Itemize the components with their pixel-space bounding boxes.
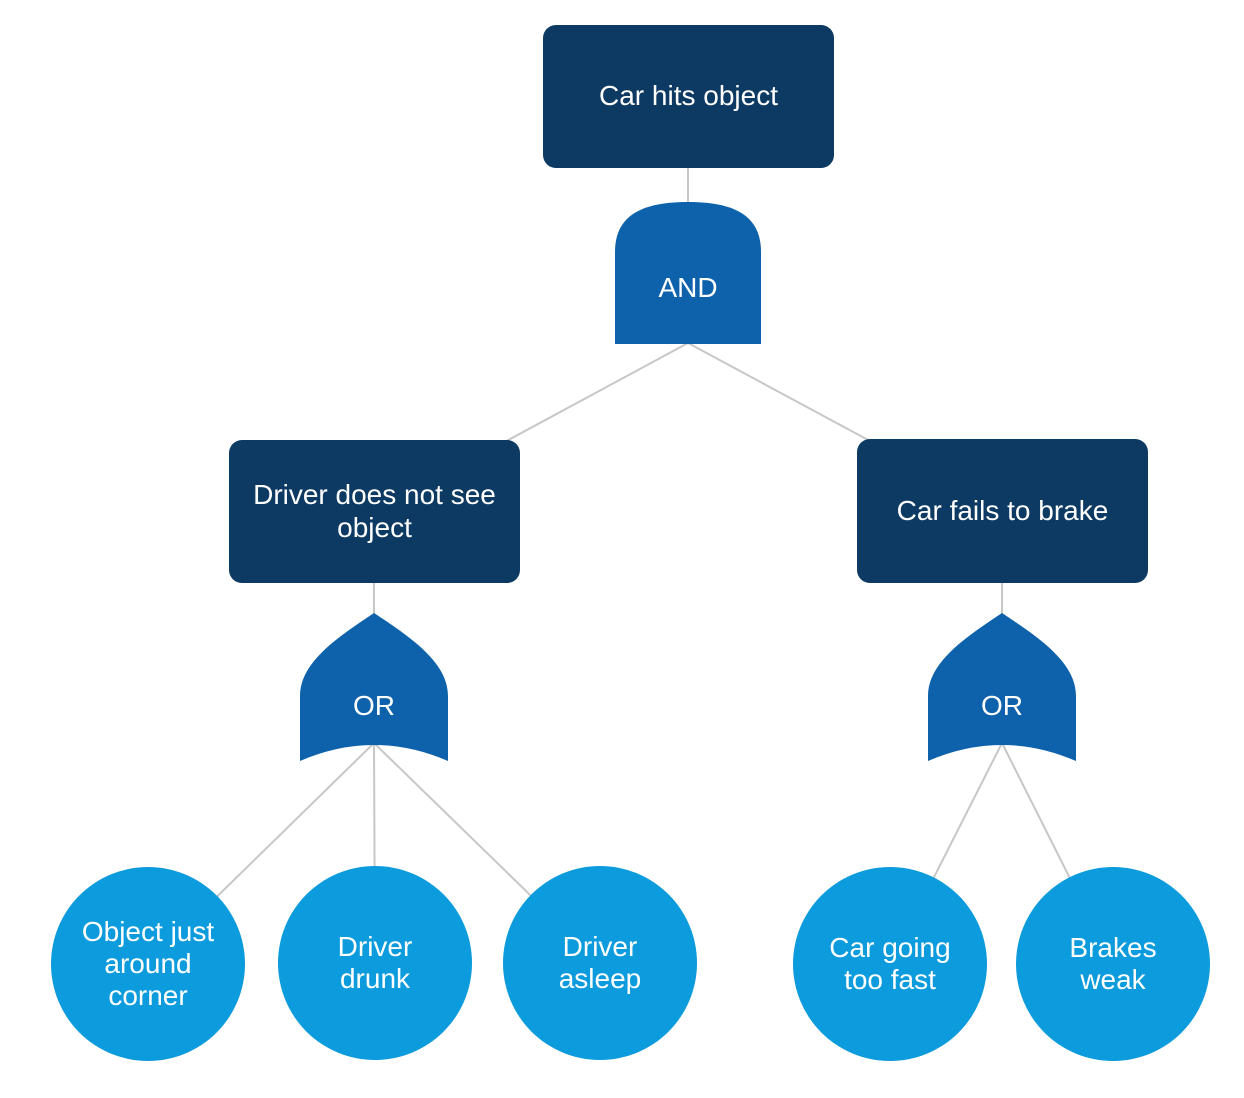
basic-event-circle-driver-asleep xyxy=(503,866,697,1060)
right-event-box xyxy=(857,439,1148,583)
and-gate-shape xyxy=(615,202,761,344)
basic-event-circle-brakes-weak xyxy=(1016,867,1210,1061)
or-gate-left-shape xyxy=(300,613,448,761)
basic-event-circle-object-around-corner xyxy=(51,867,245,1061)
or-gate-right-shape xyxy=(928,613,1076,761)
top-event-box xyxy=(543,25,834,168)
basic-event-circle-driver-drunk xyxy=(278,866,472,1060)
left-event-box xyxy=(229,440,520,583)
basic-event-circle-car-too-fast xyxy=(793,867,987,1061)
